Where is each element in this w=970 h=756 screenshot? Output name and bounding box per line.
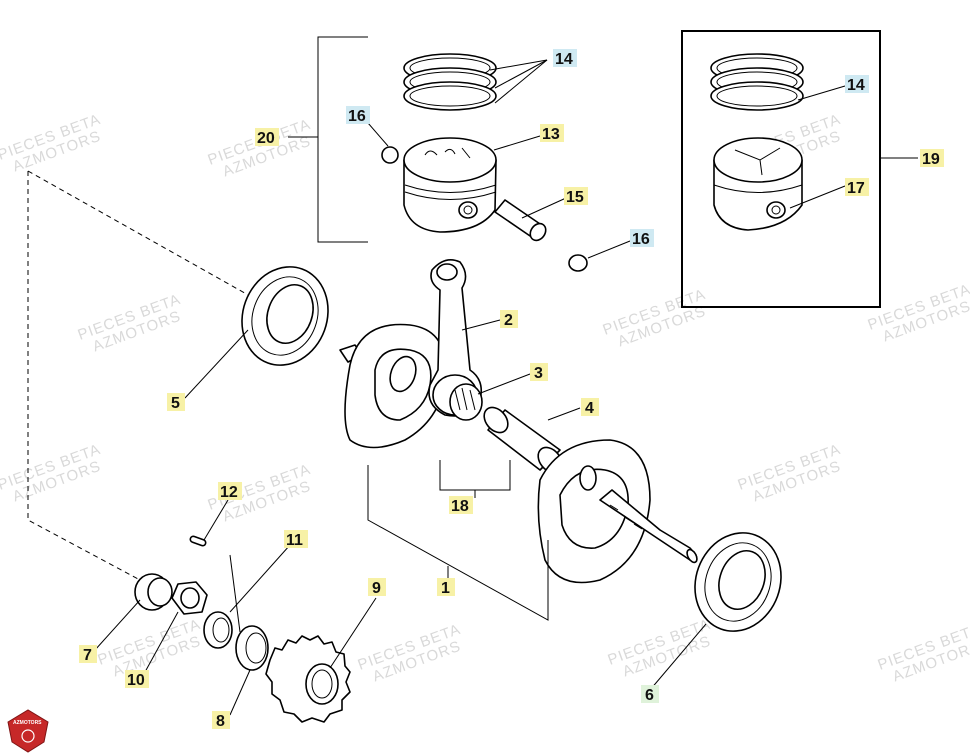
logo-text: AZMOTORS xyxy=(13,720,42,726)
callout-bg xyxy=(437,578,455,596)
callout-20: 20 xyxy=(257,130,275,147)
callout-15: 15 xyxy=(566,189,584,206)
bracket-1 xyxy=(367,465,549,621)
connecting-rod xyxy=(428,259,483,421)
callout-10: 10 xyxy=(127,672,145,689)
nut-10 xyxy=(171,581,208,615)
callout-18: 18 xyxy=(451,498,469,515)
callout-bg xyxy=(79,645,97,663)
callout-7: 7 xyxy=(83,647,92,664)
callout-bg xyxy=(368,578,386,596)
callout-bg xyxy=(564,187,588,205)
callout-bg xyxy=(641,685,659,703)
main-bearing-left xyxy=(241,266,329,366)
watermark: PIECES BETA AZMOTORS xyxy=(356,621,464,686)
piston-rings-alt xyxy=(710,53,804,111)
callouts: 14 16 13 20 15 16 14 17 19 2 3 4 5 18 12… xyxy=(79,49,944,730)
watermark: PIECES BETA AZMOTORS xyxy=(206,116,314,181)
callout-9: 9 xyxy=(372,580,381,597)
callout-4: 4 xyxy=(585,400,594,417)
spacer-8 xyxy=(235,625,269,671)
leader-lines xyxy=(94,59,918,716)
callout-5: 5 xyxy=(171,395,180,412)
callout-11: 11 xyxy=(286,532,303,549)
callout-16-lower: 16 xyxy=(632,231,650,248)
crank-web-left xyxy=(339,323,447,449)
gear-9 xyxy=(265,635,351,723)
watermark: PIECES BETA AZMOTORS xyxy=(736,441,844,506)
crank-pin xyxy=(483,406,563,474)
callout-bg xyxy=(530,363,548,381)
callout-14-left: 14 xyxy=(555,51,573,68)
watermark: PIECES BETA AZMOTORS xyxy=(96,616,204,681)
callout-bg xyxy=(540,124,564,142)
piston xyxy=(403,137,497,233)
callout-bg xyxy=(920,149,944,167)
main-bearing-right xyxy=(694,532,782,632)
watermark: PIECES BETA AZMOTORS xyxy=(0,441,103,506)
circlip-lower xyxy=(568,254,588,272)
watermark: PIECES BETA AZMOTORS xyxy=(876,621,970,686)
bracket-20 xyxy=(317,36,368,243)
callout-1: 1 xyxy=(441,580,450,597)
piston-rings xyxy=(403,53,497,111)
callout-3: 3 xyxy=(534,365,543,382)
callout-bg xyxy=(553,49,577,67)
callout-19: 19 xyxy=(922,151,940,168)
dashed-axis-upper xyxy=(27,170,251,297)
watermark: PIECES BETA AZMOTORS xyxy=(866,281,970,346)
washer-11 xyxy=(203,611,233,649)
watermark: PIECES BETA AZMOTORS xyxy=(601,286,709,351)
callout-bg xyxy=(845,178,869,196)
callout-bg xyxy=(218,482,242,500)
callout-2: 2 xyxy=(504,312,513,329)
callout-bg xyxy=(581,398,599,416)
callout-13: 13 xyxy=(542,126,560,143)
callout-17: 17 xyxy=(847,180,865,197)
callout-bg xyxy=(167,393,185,411)
callout-8: 8 xyxy=(216,713,225,730)
callout-bg xyxy=(630,229,654,247)
key-12 xyxy=(189,535,207,547)
callout-bg xyxy=(125,670,149,688)
callout-16-top: 16 xyxy=(348,108,366,125)
roller-bearing-7 xyxy=(134,573,173,611)
callout-12: 12 xyxy=(220,484,238,501)
callout-bg xyxy=(212,711,230,729)
crank-web-right xyxy=(537,439,698,584)
watermark: PIECES BETA AZMOTORS xyxy=(0,111,103,176)
azmotors-logo: AZMOTORS xyxy=(7,709,49,753)
circlip-top xyxy=(381,146,399,164)
piston-alt xyxy=(713,137,803,231)
callout-14-right: 14 xyxy=(847,77,865,94)
dashed-axis-lower xyxy=(27,171,141,581)
piston-kit-box xyxy=(681,30,881,308)
callout-bg xyxy=(500,310,518,328)
watermark: PIECES BETA AZMOTORS xyxy=(76,291,184,356)
callout-6: 6 xyxy=(645,687,654,704)
piston-pin xyxy=(494,199,547,242)
callout-bg xyxy=(284,530,308,548)
callout-bg xyxy=(449,496,473,514)
bracket-18 xyxy=(439,460,511,491)
callout-bg xyxy=(255,128,279,146)
watermark: PIECES BETA AZMOTORS xyxy=(606,616,714,681)
callout-bg xyxy=(845,75,869,93)
callout-bg xyxy=(346,106,370,124)
